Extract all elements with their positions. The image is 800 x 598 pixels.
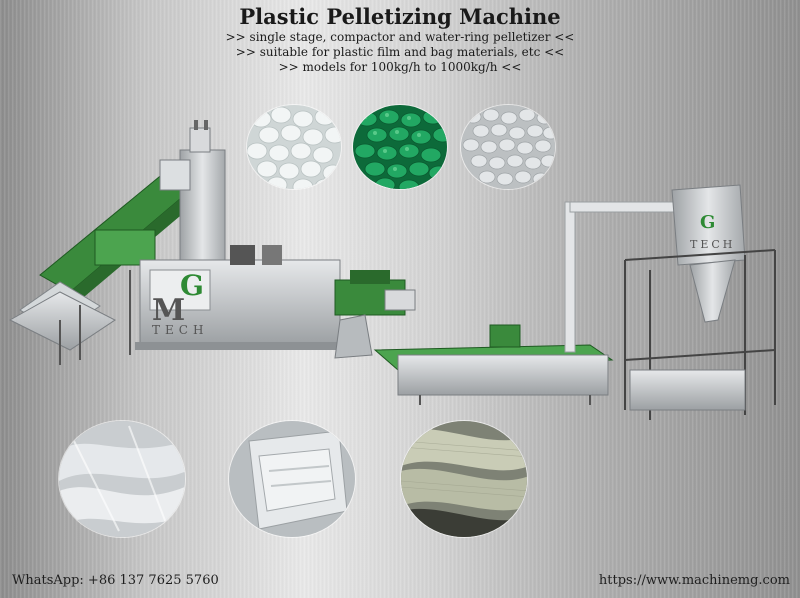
pelletizing-machine-illustration: G M TECH G TECH — [8, 120, 776, 420]
extruder-body: G M TECH — [135, 245, 345, 350]
film-material-sample — [58, 420, 186, 538]
feature-line-3: >> models for 100kg/h to 1000kg/h << — [278, 60, 522, 74]
page-title: Plastic Pelletizing Machine — [239, 4, 561, 29]
bag-material-sample — [228, 420, 356, 538]
pellet-collection-bin — [629, 369, 746, 411]
svg-text:G: G — [700, 212, 715, 233]
infeed-conveyor — [8, 167, 205, 365]
header: Plastic Pelletizing Machine >> single st… — [0, 4, 800, 75]
woven-material-sample — [400, 420, 528, 538]
logo-g: G — [180, 269, 204, 302]
white-pellets-image — [247, 105, 341, 189]
logo-tech: TECH — [152, 323, 208, 337]
green-pellets-image — [353, 105, 447, 189]
plastic-bag-roll-image — [229, 421, 355, 537]
whatsapp-contact: WhatsApp: +86 137 7625 5760 — [12, 573, 219, 588]
extruder-barrel — [334, 270, 416, 359]
feature-line-2: >> suitable for plastic film and bag mat… — [235, 45, 565, 59]
white-pellets-sample — [246, 104, 342, 190]
transfer-pipe — [564, 201, 691, 353]
compactor-tower — [159, 120, 226, 261]
plastic-film-image — [59, 421, 185, 537]
feature-line-1: >> single stage, compactor and water-rin… — [225, 30, 575, 44]
green-pellets-sample — [352, 104, 448, 190]
cooling-tank — [373, 324, 614, 405]
website-link[interactable]: https://www.machinemg.com — [598, 573, 790, 588]
svg-text:TECH: TECH — [690, 238, 735, 251]
woven-bag-image — [401, 421, 527, 537]
logo-m: M — [152, 293, 185, 328]
cyclone-silo: G TECH — [671, 184, 746, 323]
